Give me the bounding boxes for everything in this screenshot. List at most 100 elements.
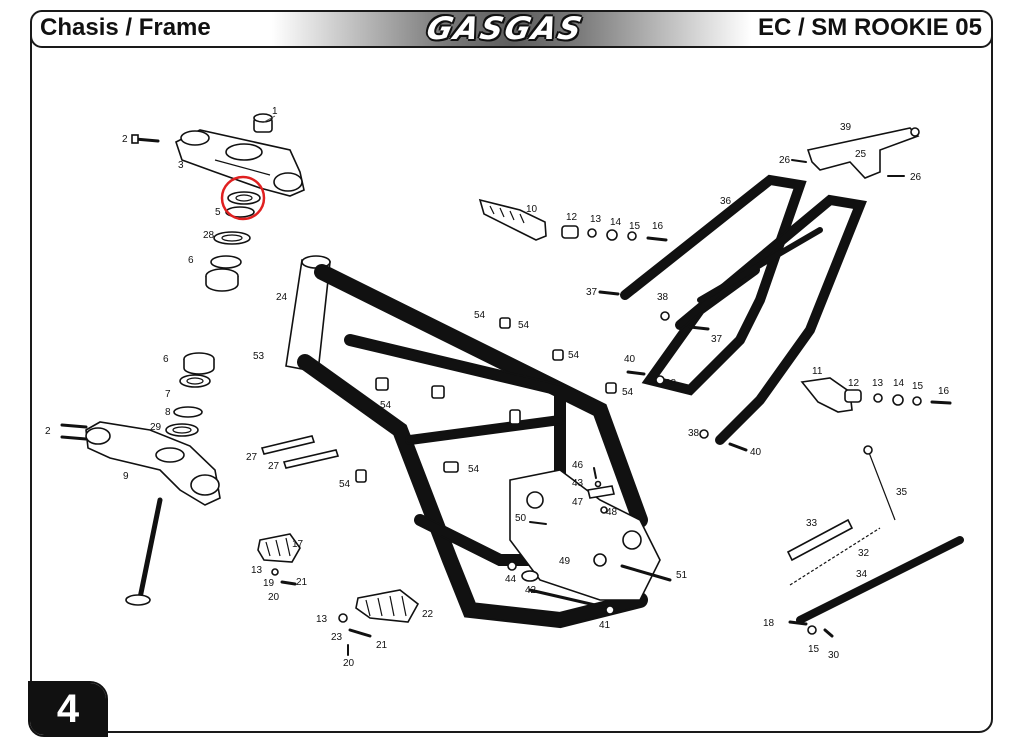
page-tab-border [28, 681, 108, 737]
callout-37b: 37 [711, 334, 723, 345]
callout-21b: 21 [376, 640, 388, 651]
callout-40b: 40 [750, 447, 762, 458]
callout-47: 47 [572, 497, 584, 508]
callout-54g: 54 [339, 479, 351, 490]
callout-48: 48 [606, 507, 618, 518]
spring-32[interactable] [789, 527, 881, 586]
callout-22: 22 [422, 609, 434, 620]
upper-bearing-6[interactable] [205, 255, 242, 292]
callout-33: 33 [806, 518, 818, 529]
stand-rod-35[interactable] [863, 445, 896, 521]
page-number: 4 [30, 683, 106, 735]
callout-16b: 16 [938, 386, 950, 397]
callout-28: 28 [203, 230, 215, 241]
rear-peg-22[interactable] [355, 589, 420, 623]
callout-53: 53 [253, 351, 265, 362]
footpeg-11[interactable] [800, 377, 952, 413]
rear-peg-17[interactable] [257, 533, 301, 563]
steering-nut-cap[interactable] [253, 113, 273, 133]
clamp-bolt-upper[interactable] [131, 134, 160, 144]
callout-37a: 37 [586, 287, 598, 298]
stand-bolt[interactable] [788, 620, 834, 638]
callout-26b: 26 [910, 172, 922, 183]
model-title: EC / SM ROOKIE 05 [757, 14, 982, 41]
callout-14a: 14 [610, 217, 622, 228]
steering-washer-5[interactable] [225, 191, 261, 218]
callout-38a: 38 [657, 292, 669, 303]
links-27[interactable] [260, 435, 340, 469]
callout-50: 50 [515, 513, 527, 524]
callout-23: 23 [331, 632, 343, 643]
callout-38b: 38 [665, 378, 677, 389]
callout-36: 36 [720, 196, 732, 207]
stand-spring-33[interactable] [786, 518, 854, 562]
subframe-bolts[interactable] [598, 159, 905, 452]
steering-stem[interactable] [125, 497, 163, 606]
callout-54d: 54 [380, 400, 392, 411]
main-frame[interactable] [285, 255, 661, 629]
callout-1: 1 [272, 106, 278, 117]
callout-13a: 13 [590, 214, 602, 225]
callout-13b: 13 [872, 378, 884, 389]
callout-5: 5 [215, 207, 221, 218]
callout-12a: 12 [566, 212, 578, 223]
callout-2b: 2 [45, 426, 51, 437]
peg-hardware-rear[interactable] [271, 568, 372, 656]
callout-15b: 15 [912, 381, 924, 392]
bearing-race-7[interactable] [179, 374, 211, 388]
lower-triple-clamp[interactable] [85, 421, 221, 506]
callout-3: 3 [178, 160, 184, 171]
callout-41: 41 [599, 620, 611, 631]
callout-43: 43 [572, 478, 584, 489]
peg-hardware-right[interactable] [561, 225, 668, 242]
brackets-54[interactable] [355, 317, 617, 483]
clamp-bolts-lower[interactable] [60, 423, 88, 441]
callout-30: 30 [828, 650, 840, 661]
pivot-bolt-41[interactable] [528, 588, 615, 615]
callout-39: 39 [840, 122, 852, 133]
callout-2: 2 [122, 134, 128, 145]
callout-46: 46 [572, 460, 584, 471]
callout-13c: 13 [251, 565, 263, 576]
callout-14b: 14 [893, 378, 905, 389]
callout-labels: 1 2 3 5 28 6 24 53 6 7 8 29 2 9 27 27 54… [45, 106, 950, 669]
callout-49: 49 [559, 556, 571, 567]
header-bar [30, 10, 993, 48]
dust-seal-29[interactable] [165, 423, 199, 437]
seat-bracket-39[interactable] [806, 127, 920, 179]
callout-35: 35 [896, 487, 908, 498]
callout-51: 51 [676, 570, 688, 581]
callout-25: 25 [855, 149, 867, 160]
callout-29: 29 [150, 422, 162, 433]
dust-seal-28[interactable] [213, 231, 251, 245]
callout-6b: 6 [163, 354, 169, 365]
callout-20a: 20 [268, 592, 280, 603]
hardware-42-44[interactable] [507, 561, 539, 582]
callout-40a: 40 [624, 354, 636, 365]
callout-8: 8 [165, 407, 171, 418]
footpeg-10[interactable] [478, 198, 547, 241]
callout-15c: 15 [808, 644, 820, 655]
callout-7: 7 [165, 389, 171, 400]
section-title: Chasis / Frame [40, 14, 211, 41]
callout-15a: 15 [629, 221, 641, 232]
callout-24: 24 [276, 292, 288, 303]
callout-54b: 54 [518, 320, 530, 331]
callout-44: 44 [505, 574, 517, 585]
lower-bearing-6[interactable] [183, 352, 215, 375]
callout-16a: 16 [652, 221, 664, 232]
side-stand-34[interactable] [796, 536, 964, 624]
rear-subframe[interactable] [620, 174, 867, 445]
callout-19: 19 [263, 578, 275, 589]
callout-17: 17 [292, 539, 304, 550]
upper-triple-clamp[interactable] [175, 129, 305, 197]
hardware-46-47-43-48-50[interactable] [529, 467, 615, 525]
callout-54e: 54 [622, 387, 634, 398]
callout-32: 32 [858, 548, 870, 559]
bolt-51[interactable] [620, 564, 672, 582]
spacer-8[interactable] [173, 406, 203, 418]
callout-27a: 27 [246, 452, 258, 463]
callout-10: 10 [526, 204, 538, 215]
callout-12b: 12 [848, 378, 860, 389]
